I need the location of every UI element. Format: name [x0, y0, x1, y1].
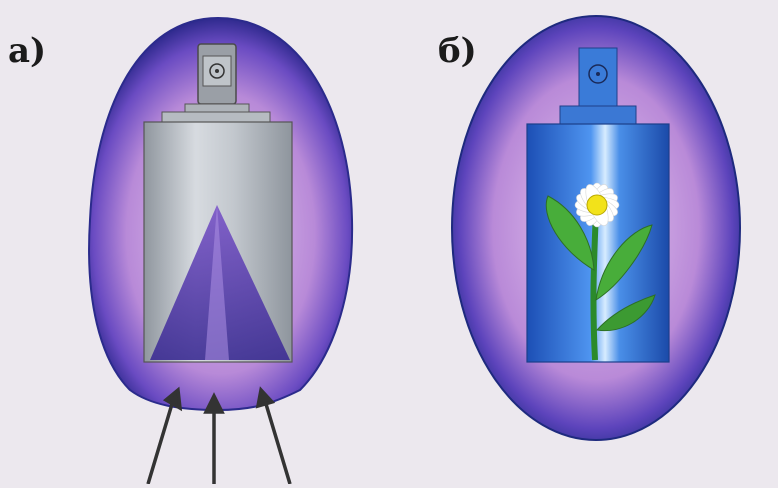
can-body-b [527, 124, 669, 362]
can-shoulder [560, 106, 636, 124]
panel-a [89, 18, 352, 484]
panel-b [452, 16, 740, 440]
arrow-icon [266, 404, 290, 484]
stem [593, 210, 596, 360]
nozzle-dot [596, 72, 600, 76]
spray-nozzle-icon [579, 48, 617, 108]
arrow-icon [148, 404, 172, 484]
flower-center [587, 195, 607, 215]
nozzle-dot [215, 69, 219, 73]
panel-b-label: б) [438, 34, 477, 68]
panel-a-label: а) [8, 34, 46, 68]
